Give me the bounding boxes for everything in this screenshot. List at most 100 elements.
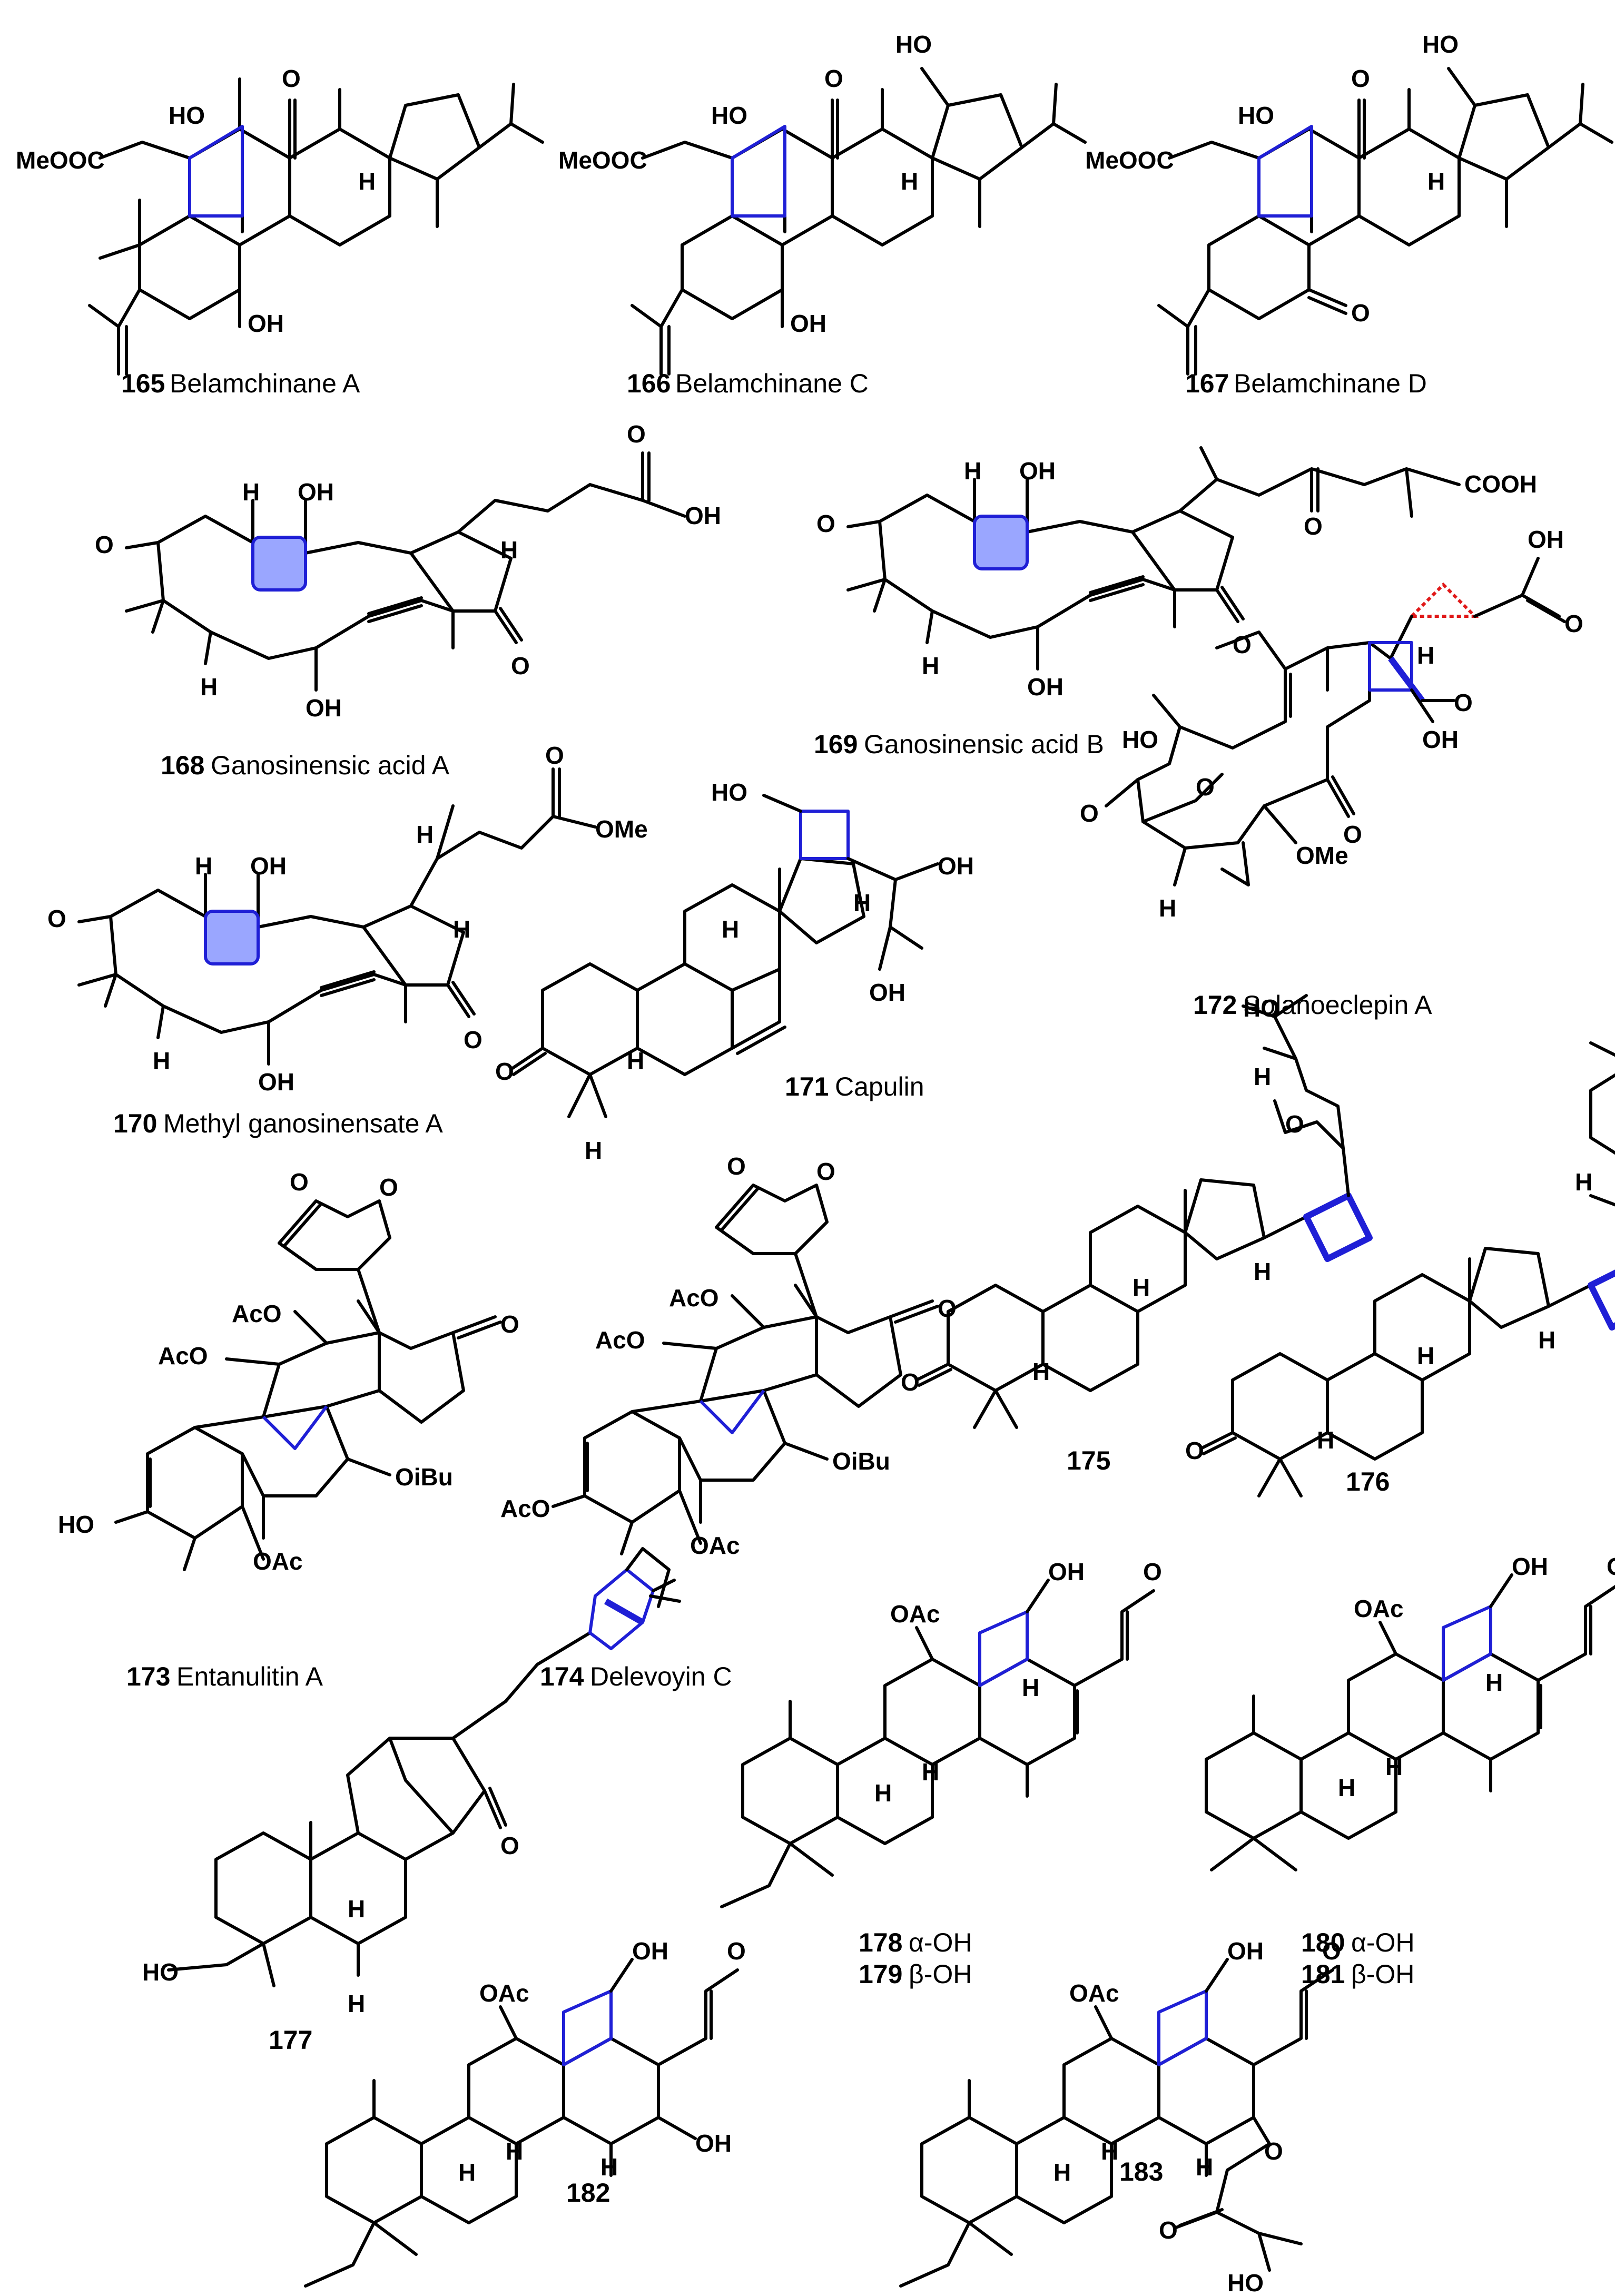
h-label: H: [348, 1895, 365, 1923]
h-label: H: [922, 652, 939, 679]
o-label: O: [901, 1368, 920, 1396]
structure-173: O O AcO AcO O OiBu OAc HO: [58, 1168, 519, 1575]
h-label: H: [1053, 2159, 1071, 2186]
o-label: O: [1143, 1558, 1162, 1585]
o-label: O: [1322, 1937, 1341, 1965]
oh-label: OH: [258, 1068, 294, 1096]
compound-173-number: 173: [126, 1662, 170, 1691]
ho-label: HO: [1122, 726, 1158, 753]
o-label: O: [464, 1026, 482, 1053]
h-label: H: [585, 1137, 602, 1164]
compound-176-number: 176: [1346, 1467, 1390, 1496]
compound-174-number: 174: [540, 1662, 584, 1691]
h-label: H: [1254, 1258, 1271, 1285]
structure-167: HO O MeOOC HO O H: [1085, 31, 1613, 376]
compound-168-number: 168: [161, 751, 204, 780]
oh-label: OH: [1422, 726, 1459, 753]
compound-175-number: 175: [1067, 1446, 1110, 1475]
oh-label: OH: [938, 852, 974, 880]
o-label: O: [1285, 1110, 1304, 1138]
structure-166: HO O MeOOC HO OH H: [558, 31, 1087, 376]
compound-167-name: Belamchinane D: [1234, 369, 1427, 398]
h-label: H: [1022, 1674, 1039, 1701]
h-label: H: [195, 852, 212, 880]
oac-label: OAc: [479, 1979, 529, 2007]
compound-179-label: β-OH: [909, 1959, 972, 1989]
h-label: H: [964, 457, 981, 485]
h-label: H: [1159, 894, 1176, 922]
o-label: O: [816, 510, 835, 537]
compound-174-name: Delevoyin C: [590, 1662, 732, 1691]
ho-label: HO: [895, 31, 932, 58]
ho-label: HO: [1243, 994, 1279, 1022]
structure-165: HO O MeOOC OH H: [16, 65, 544, 376]
compound-171-number: 171: [785, 1072, 829, 1101]
compound-179-number: 179: [859, 1959, 902, 1989]
aco-label: AcO: [669, 1284, 719, 1312]
oh-label: OH: [685, 502, 721, 529]
h-label: H: [1196, 2153, 1213, 2181]
structure-183: OAc OH O O O HO H H H: [899, 1937, 1341, 2296]
structure-178-179: OAc OH O H H H: [720, 1558, 1162, 1908]
compound-166-name: Belamchinane C: [675, 369, 869, 398]
h-label: H: [1427, 167, 1445, 195]
structure-172: OH O H HO O OH O O O OMe H: [1080, 526, 1583, 922]
aco-label: AcO: [158, 1342, 208, 1369]
o-label: O: [1607, 1553, 1615, 1580]
o-label: O: [627, 420, 646, 448]
compound-169-number: 169: [814, 730, 858, 759]
compound-170-name: Methyl ganosinensate A: [163, 1109, 444, 1138]
ho-label: HO: [1227, 2269, 1264, 2293]
ho-label: HO: [142, 1958, 179, 1986]
oibu-label: OiBu: [395, 1463, 453, 1491]
ho-label: HO: [1422, 31, 1459, 58]
h-label: H: [453, 915, 470, 943]
compound-172-number: 172: [1193, 990, 1237, 1020]
oh-label: OH: [1512, 1553, 1548, 1580]
h-label: H: [458, 2159, 476, 2186]
ho-label: HO: [711, 779, 747, 806]
structure-180-181: OAc OH O H H H: [1205, 1553, 1615, 1871]
o-label: O: [47, 905, 66, 932]
o-label: O: [500, 1832, 519, 1859]
structure-174: O O AcO AcO O OiBu OAc AcO: [500, 1152, 957, 1559]
h-label: H: [153, 1047, 170, 1075]
oh-label: OH: [869, 979, 905, 1006]
aco-label: AcO: [595, 1326, 645, 1354]
h-label: H: [1538, 1326, 1555, 1354]
oac-label: OAc: [1354, 1595, 1404, 1622]
ho-label: HO: [1238, 102, 1274, 129]
o-label: O: [282, 65, 301, 92]
h-label: H: [1101, 2137, 1118, 2165]
h-label: H: [1575, 1168, 1592, 1196]
structure-170: O H OH H OH O H H O OMe: [47, 742, 648, 1096]
h-label: H: [242, 478, 260, 506]
o-label: O: [1159, 2216, 1178, 2244]
h-label: H: [1385, 1753, 1403, 1780]
h-label: H: [1417, 1342, 1434, 1369]
oac-label: OAc: [890, 1600, 940, 1628]
aco-label: AcO: [232, 1300, 282, 1327]
h-label: H: [200, 673, 218, 701]
compound-177-number: 177: [269, 2025, 312, 2055]
h-label: H: [600, 2153, 618, 2181]
compound-182-number: 182: [566, 2178, 610, 2208]
oibu-label: OiBu: [832, 1447, 890, 1475]
o-label: O: [1351, 299, 1370, 327]
h-label: H: [358, 167, 376, 195]
ho-label: HO: [711, 102, 747, 129]
structure-177: HO H H O: [142, 1547, 681, 2017]
meooc-label: MeOOC: [16, 146, 105, 174]
o-label: O: [1304, 513, 1323, 540]
o-label: O: [1351, 65, 1370, 92]
o-label: O: [290, 1168, 309, 1196]
meooc-label: MeOOC: [1085, 146, 1174, 174]
o-label: O: [379, 1174, 398, 1201]
h-label: H: [922, 1758, 939, 1786]
compound-183-number: 183: [1119, 2157, 1163, 2186]
structure-182: OAc OH O OH H H H: [304, 1937, 746, 2288]
ome-label: OMe: [1296, 842, 1348, 869]
structure-168: O H OH H OH O H O OH: [95, 420, 721, 722]
h-label: H: [874, 1779, 892, 1807]
